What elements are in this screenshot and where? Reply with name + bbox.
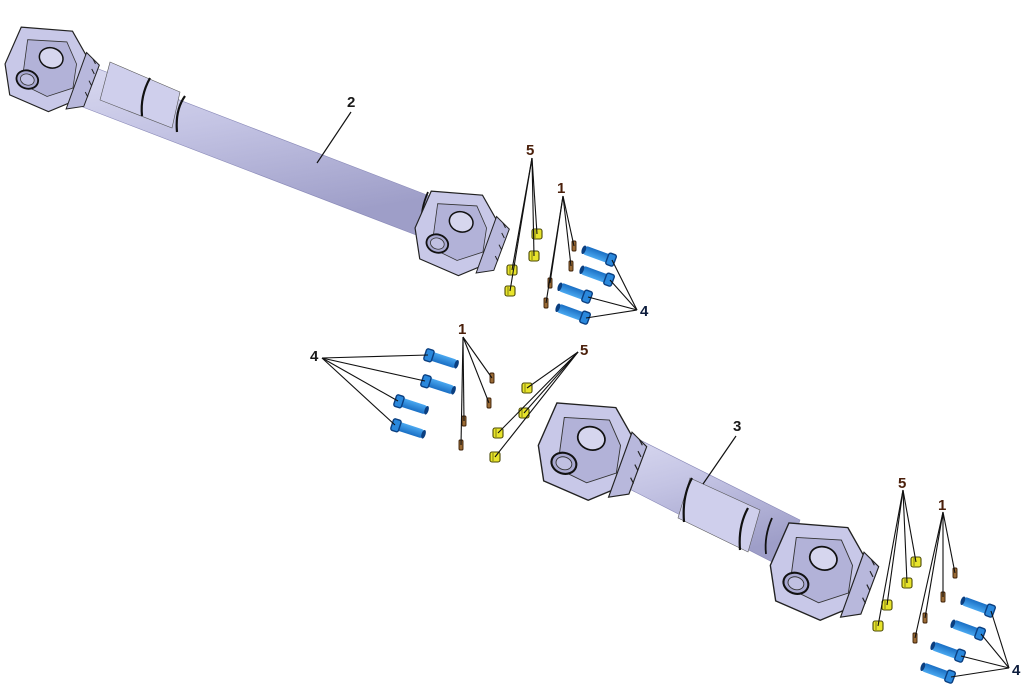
callout-label-5: 5 xyxy=(898,475,907,492)
universal-joint-left xyxy=(525,387,657,514)
bolts-4 xyxy=(389,347,461,442)
leader-lines xyxy=(877,489,1010,678)
callout-label-1: 1 xyxy=(938,497,947,514)
bolts-4 xyxy=(918,593,997,685)
callout-label-5: 5 xyxy=(526,142,535,159)
fastener-group-bottom xyxy=(872,489,1010,685)
callout-label-5: 5 xyxy=(580,342,589,359)
callout-label-4: 4 xyxy=(310,348,319,365)
fastener-group-middle xyxy=(321,336,579,463)
fastener-group-top xyxy=(504,157,638,326)
leader-lines xyxy=(509,157,638,319)
callout-label-1: 1 xyxy=(557,180,566,197)
callout-label-1: 1 xyxy=(458,321,467,338)
washers-1 xyxy=(543,240,577,309)
bolts-4 xyxy=(553,242,618,326)
drive-shaft-3 xyxy=(525,387,889,634)
callout-label-3: 3 xyxy=(733,418,742,435)
drive-shaft-2 xyxy=(0,13,518,288)
nuts-5 xyxy=(872,556,922,632)
leader-lines xyxy=(321,336,579,458)
callout-label-4: 4 xyxy=(1012,662,1021,679)
callout-label-4: 4 xyxy=(640,303,649,320)
callout-label-2: 2 xyxy=(347,94,356,111)
leader-line-2 xyxy=(316,111,352,164)
washers-1 xyxy=(912,567,958,644)
leader-line-3 xyxy=(702,435,737,485)
nuts-5 xyxy=(489,382,533,463)
